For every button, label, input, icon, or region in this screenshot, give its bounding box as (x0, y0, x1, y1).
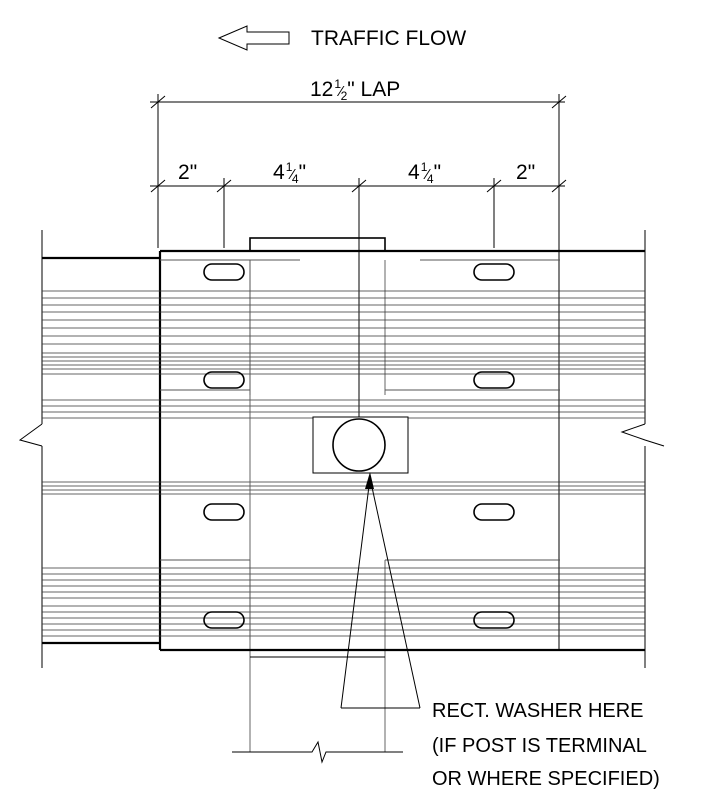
near-rail-panel (158, 230, 665, 668)
overall-lap-dimension: 121⁄2" LAP (150, 77, 567, 650)
traffic-flow-indicator: TRAFFIC FLOW (217, 25, 466, 51)
dim-segment-2: 41⁄4" (273, 160, 306, 186)
washer-callout: RECT. WASHER HERE (IF POST IS TERMINAL O… (340, 472, 660, 790)
splice-bolt-slot (203, 503, 245, 521)
far-rail-panel (18, 230, 160, 668)
splice-bolt-slot (473, 611, 515, 629)
splice-bolt-slot (203, 611, 245, 629)
callout-line-3: OR WHERE SPECIFIED) (432, 768, 660, 790)
arrow-left-outline-icon (217, 25, 290, 51)
dim-segment-1: 2" (178, 161, 197, 184)
post-bolt-assembly (312, 416, 409, 474)
post-blockout-top (249, 237, 386, 252)
callout-line-1: RECT. WASHER HERE (432, 700, 644, 722)
traffic-flow-label: TRAFFIC FLOW (311, 27, 466, 50)
splice-bolt-slot (203, 371, 245, 389)
splice-bolt-slot (203, 263, 245, 281)
hidden-slot-lines (160, 259, 560, 640)
splice-bolt-slot (473, 371, 515, 389)
splice-bolt-slots (203, 263, 515, 629)
splice-bolt-slot (473, 503, 515, 521)
leader-arrowhead (365, 472, 374, 489)
dim-segment-4: 2" (516, 161, 535, 184)
w-beam-corrugations (42, 290, 645, 637)
dim-segment-3: 41⁄4" (408, 160, 441, 186)
post-bolt-hole (332, 418, 386, 472)
splice-bolt-slot (473, 263, 515, 281)
callout-line-2: (IF POST IS TERMINAL (432, 735, 647, 757)
overall-lap-label: 121⁄2" LAP (310, 77, 400, 103)
segment-dimensions: 2" 41⁄4" 41⁄4" 2" (150, 160, 567, 432)
